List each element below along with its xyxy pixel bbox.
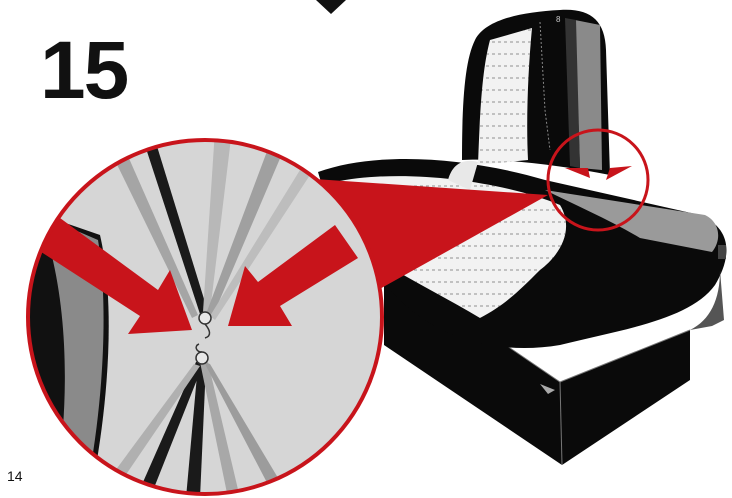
step-number: 15 <box>40 25 129 116</box>
big-arrow-left-icon <box>35 218 192 334</box>
clip-hook-icon <box>195 311 212 365</box>
callout-circle <box>546 128 650 232</box>
svg-text:8: 8 <box>556 15 561 24</box>
small-arrow-right-icon <box>606 166 632 180</box>
page-number: 14 <box>7 468 23 484</box>
seat-back: 8 <box>448 9 610 190</box>
big-arrow-right-icon <box>228 225 358 326</box>
small-arrow-left-icon <box>565 168 590 178</box>
top-arrow-icon <box>316 0 346 14</box>
